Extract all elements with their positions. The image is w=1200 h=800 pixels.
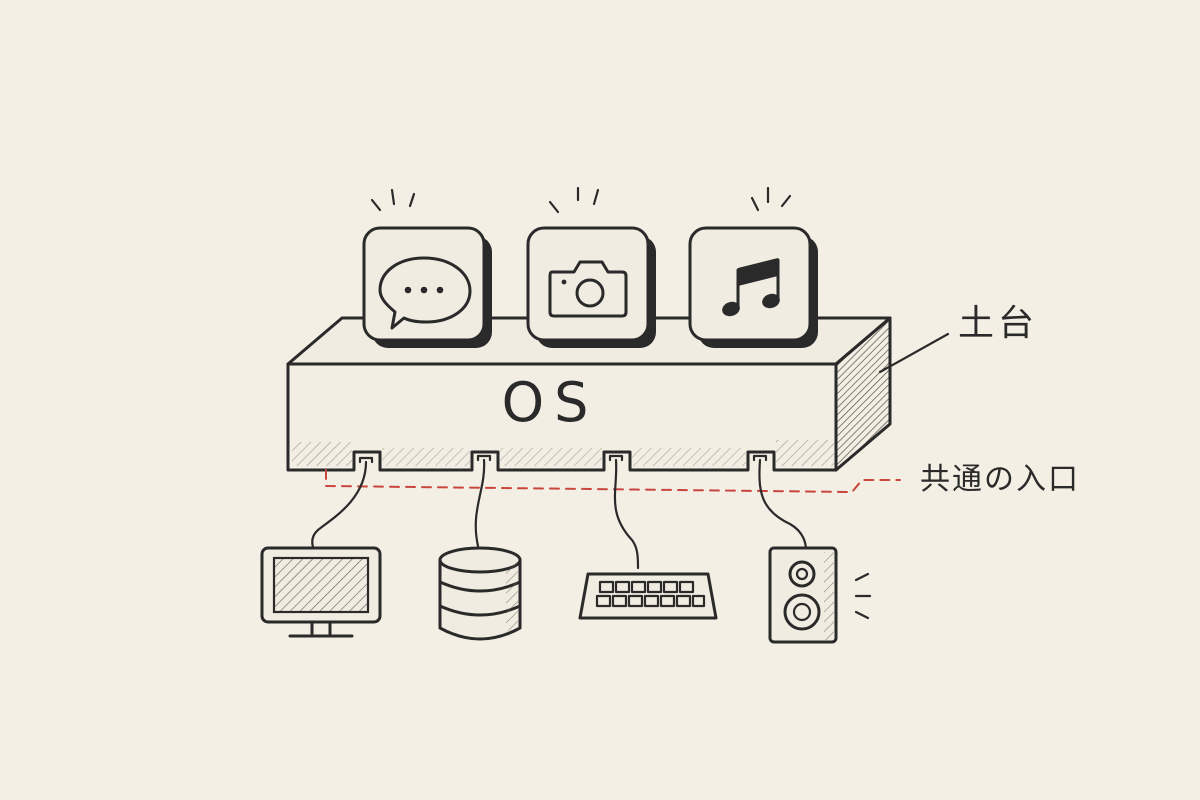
os-block-shade-mid2: [500, 448, 602, 466]
cable-monitor: [311, 456, 374, 552]
speaker-icon: [768, 546, 838, 644]
os-base-block: [286, 316, 892, 472]
sparkle-marks-music: [750, 186, 792, 212]
sound-wave-marks: [854, 572, 872, 620]
monitor-device: [260, 546, 382, 638]
keyboard-icon: [578, 572, 718, 620]
os-block-side: [834, 316, 892, 472]
os-label: OS: [501, 371, 599, 434]
os-block-side-shade: [836, 318, 890, 470]
storage-device: [438, 546, 522, 641]
os-block-front: [286, 362, 838, 472]
cable-speaker: [752, 454, 808, 552]
keyboard-device: [578, 572, 718, 620]
os-block-shade-mid1: [382, 448, 470, 466]
base-leader-line: [878, 332, 950, 374]
music-note-icon: [722, 258, 780, 317]
app-tile-chat: [362, 188, 492, 348]
sparkle-marks-camera: [548, 186, 600, 214]
gateway-dashed-line: [325, 469, 901, 494]
os-block-shade-left: [292, 442, 352, 466]
database-icon: [438, 546, 522, 641]
sparkle-marks-chat: [370, 188, 416, 212]
speech-bubble-icon: [378, 256, 472, 330]
app-tile-music: [688, 186, 818, 348]
common-gateway-label: 共通の入口: [920, 462, 1080, 497]
cable-keyboard: [608, 454, 640, 570]
os-block-shade-mid3: [632, 448, 746, 466]
cable-storage: [474, 454, 492, 548]
base-label: 土台: [958, 303, 1039, 344]
app-tile-camera: [526, 186, 656, 348]
speaker-device: [768, 546, 872, 644]
os-block-shade-right: [776, 440, 834, 466]
camera-icon: [548, 260, 628, 318]
monitor-icon: [260, 546, 382, 638]
